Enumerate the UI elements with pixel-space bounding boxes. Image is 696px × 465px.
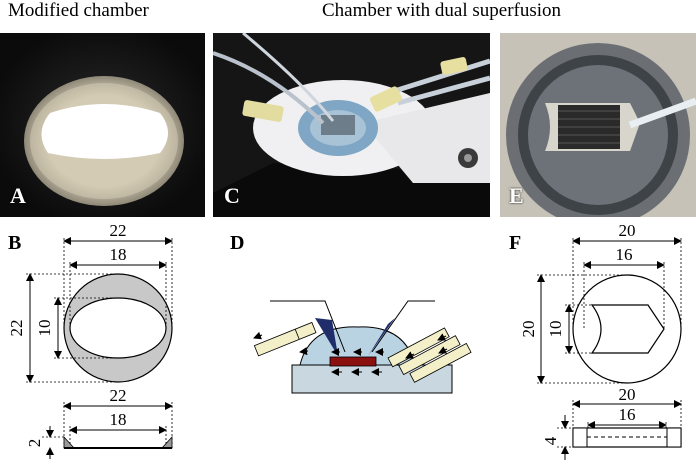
caption-modified-chamber: Modified chamber	[8, 0, 149, 21]
b-side-inner-width: 18	[110, 410, 127, 429]
panel-label-f: F	[509, 232, 522, 254]
caption-dual-superfusion: Chamber with dual superfusion	[322, 0, 562, 21]
f-side-outer-width: 20	[619, 385, 636, 404]
photo-modified-chamber	[0, 33, 205, 217]
panel-d-superfusion-schematic	[253, 300, 472, 394]
panel-label-e: E	[509, 183, 524, 208]
b-side-outer-width: 22	[110, 386, 127, 405]
f-outer-height: 20	[519, 321, 538, 338]
b-inner-height: 10	[35, 320, 54, 337]
b-outer-width: 22	[110, 221, 127, 240]
panel-label-a: A	[10, 183, 26, 208]
panel-f-top-view: 20 16 20 10	[519, 221, 682, 384]
b-side-thickness: 2	[25, 439, 44, 448]
f-outer-width: 20	[619, 221, 636, 240]
panel-label-c: C	[224, 183, 240, 208]
f-inner-width: 16	[616, 245, 633, 264]
panel-b-side-view: 22 18 2	[25, 386, 173, 459]
b-outer-height: 22	[7, 320, 26, 337]
photo-dual-superfusion-insert	[500, 33, 696, 217]
panel-f-side-view: 20 16 4	[541, 385, 682, 460]
b-inner-width: 18	[110, 245, 127, 264]
f-inner-height: 10	[546, 321, 565, 338]
f-side-thickness: 4	[541, 436, 560, 445]
f-side-inner-width: 16	[619, 405, 636, 424]
panel-label-d: D	[230, 232, 245, 254]
panel-label-b: B	[8, 232, 22, 254]
photo-dual-superfusion-chamber	[213, 33, 490, 217]
panel-b-top-view: 22 18 22 10	[7, 221, 173, 383]
